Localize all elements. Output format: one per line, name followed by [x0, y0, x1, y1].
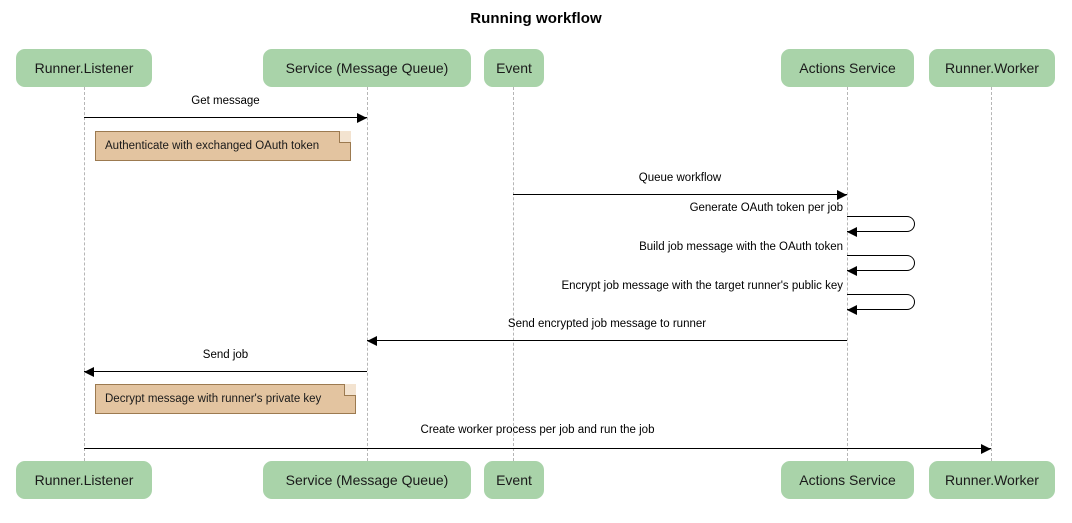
participant-runner-worker-bottom[interactable]: Runner.Worker: [929, 461, 1055, 499]
arrow-head-m7: [84, 367, 94, 377]
note-n1: Authenticate with exchanged OAuth token: [95, 131, 351, 161]
note-n2: Decrypt message with runner's private ke…: [95, 384, 356, 414]
lifeline-service-mq: [367, 87, 368, 461]
lifeline-runner-listener: [84, 87, 85, 461]
message-line-m8: [84, 448, 991, 449]
participant-runner-worker-top[interactable]: Runner.Worker: [929, 49, 1055, 87]
arrow-head-m2: [837, 190, 847, 200]
participant-label: Event: [496, 472, 532, 488]
message-label-m5: Encrypt job message with the target runn…: [561, 280, 843, 292]
message-line-m7: [84, 371, 367, 372]
participant-label: Service (Message Queue): [285, 60, 449, 76]
arrow-head-m6: [367, 336, 377, 346]
note-fold-corner-icon: [344, 384, 356, 396]
participant-label: Actions Service: [799, 472, 896, 488]
lifeline-runner-worker: [991, 87, 992, 461]
message-line-m2: [513, 194, 847, 195]
participant-runner-listener-top[interactable]: Runner.Listener: [16, 49, 152, 87]
participant-label: Actions Service: [799, 60, 896, 76]
participant-label: Runner.Listener: [34, 60, 134, 76]
self-message-loop-m4: [847, 255, 915, 271]
participant-actions-service-bottom[interactable]: Actions Service: [781, 461, 914, 499]
message-label-m2: Queue workflow: [638, 172, 722, 184]
message-label-m1: Get message: [191, 95, 260, 107]
participant-service-mq-top[interactable]: Service (Message Queue): [263, 49, 471, 87]
message-label-m6: Send encrypted job message to runner: [507, 318, 707, 330]
arrow-head-m5: [847, 305, 857, 315]
participant-label: Runner.Worker: [945, 60, 1039, 76]
page-title: Running workflow: [470, 10, 602, 27]
participant-event-top[interactable]: Event: [484, 49, 544, 87]
participant-event-bottom[interactable]: Event: [484, 461, 544, 499]
message-label-m8: Create worker process per job and run th…: [420, 424, 655, 436]
arrow-head-m4: [847, 266, 857, 276]
arrow-head-m8: [981, 444, 991, 454]
message-line-m1: [84, 117, 367, 118]
participant-actions-service-top[interactable]: Actions Service: [781, 49, 914, 87]
lifeline-event: [513, 87, 514, 461]
message-label-m4: Build job message with the OAuth token: [639, 241, 843, 253]
note-fold-corner-icon: [339, 131, 351, 143]
note-text: Authenticate with exchanged OAuth token: [105, 140, 320, 152]
arrow-head-m1: [357, 113, 367, 123]
participant-label: Event: [496, 60, 532, 76]
self-message-loop-m3: [847, 216, 915, 232]
note-text: Decrypt message with runner's private ke…: [105, 393, 322, 405]
arrow-head-m3: [847, 227, 857, 237]
self-message-loop-m5: [847, 294, 915, 310]
participant-label: Service (Message Queue): [285, 472, 449, 488]
message-line-m6: [367, 340, 847, 341]
message-label-m3: Generate OAuth token per job: [689, 202, 843, 214]
message-label-m7: Send job: [202, 349, 249, 361]
participant-label: Runner.Listener: [34, 472, 134, 488]
participant-runner-listener-bottom[interactable]: Runner.Listener: [16, 461, 152, 499]
participant-label: Runner.Worker: [945, 472, 1039, 488]
participant-service-mq-bottom[interactable]: Service (Message Queue): [263, 461, 471, 499]
